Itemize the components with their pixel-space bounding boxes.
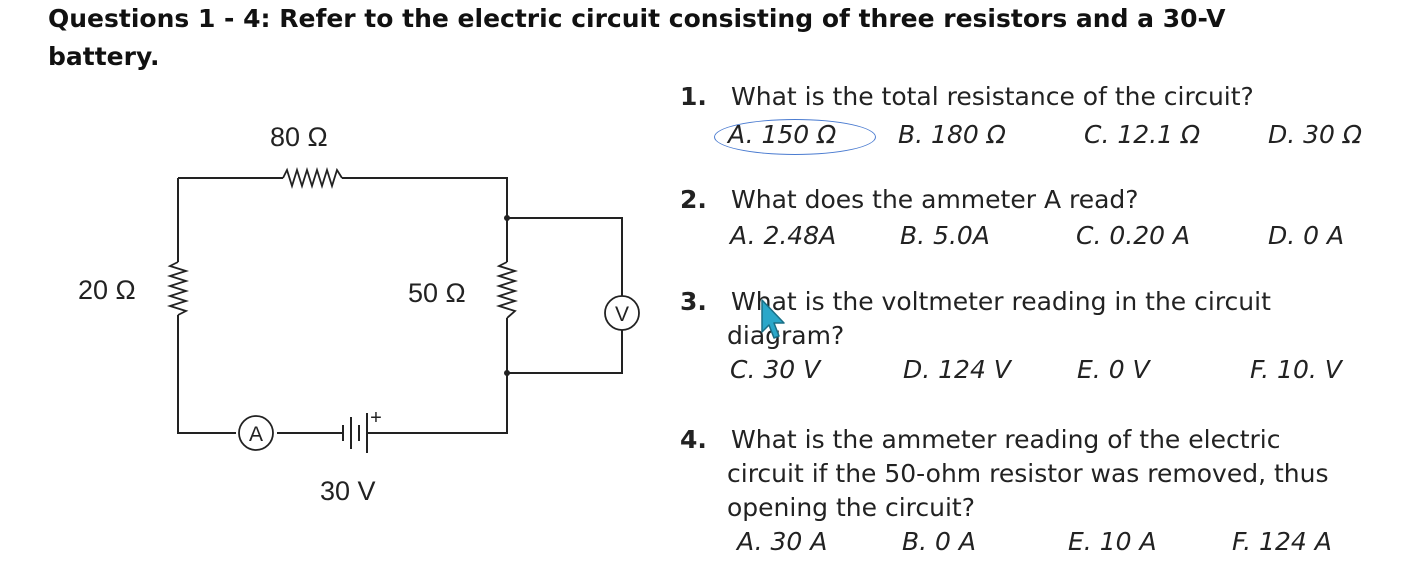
question-1-number: 1. [680,82,707,111]
question-2-number: 2. [680,185,707,214]
question-4-option-f[interactable]: F. 124 A [1232,527,1332,556]
resistor-80-label: 80 Ω [270,122,328,152]
wire-voltmeter-top [507,217,623,296]
junction-dot-top [504,215,510,221]
question-3-number: 3. [680,287,707,316]
question-2-option-a[interactable]: A. 2.48A [730,221,837,250]
question-1-option-c[interactable]: C. 12.1 Ω [1084,120,1201,149]
question-4-text-line-1: What is the ammeter reading of the elect… [731,425,1281,454]
question-3-text-line-2: diagram? [727,321,845,350]
voltmeter-symbol [604,295,640,331]
resistor-50-label: 50 Ω [408,278,466,308]
mouse-pointer-icon [761,299,785,339]
question-4-option-a[interactable]: A. 30 A [737,527,828,556]
question-1-option-a[interactable]: A. 150 Ω [728,120,837,149]
wire-top-right [342,177,508,262]
ammeter-letter: A [249,423,263,446]
instructions-line-2: battery. [48,42,160,71]
circuit-diagram: 80 Ω 20 Ω 50 Ω 30 V A V + [78,122,640,506]
voltmeter-letter: V [615,303,629,326]
instructions-line-1: Questions 1 - 4: Refer to the electric c… [48,4,1226,33]
resistor-50-symbol [495,261,519,319]
question-2-option-c[interactable]: C. 0.20 A [1076,221,1191,250]
battery-voltage-label: 30 V [320,476,376,506]
resistor-20-symbol [166,261,190,316]
question-4-option-e[interactable]: E. 10 A [1068,527,1157,556]
question-3-option-d[interactable]: D. 124 V [903,355,1011,384]
question-2-option-b[interactable]: B. 5.0A [900,221,990,250]
question-1-text: What is the total resistance of the circ… [731,82,1254,111]
question-1-option-d[interactable]: D. 30 Ω [1268,120,1363,149]
question-2-option-d[interactable]: D. 0 A [1268,221,1345,250]
question-4-text-line-2: circuit if the 50-ohm resistor was remov… [727,459,1329,488]
ammeter-symbol [238,415,274,451]
battery-symbol [342,413,380,453]
selected-answer-circle [714,119,876,155]
resistor-20-label: 20 Ω [78,275,136,305]
question-1-option-b[interactable]: B. 180 Ω [898,120,1006,149]
junction-dot-bottom [504,370,510,376]
question-3-text-line-1: What is the voltmeter reading in the cir… [731,287,1271,316]
wire-voltmeter-bottom [507,330,623,374]
question-2-text: What does the ammeter A read? [731,185,1139,214]
wire-left-lower [177,315,236,434]
instructions-heading: Questions 1 - 4: Refer to the electric c… [48,0,1408,76]
resistor-80-symbol [282,166,343,190]
question-4-option-b[interactable]: B. 0 A [902,527,976,556]
question-4-text-line-3: opening the circuit? [727,493,975,522]
question-4-number: 4. [680,425,707,454]
battery-plus-sign: + [370,407,382,429]
question-3-option-e[interactable]: E. 0 V [1077,355,1150,384]
question-3-option-c[interactable]: C. 30 V [730,355,821,384]
question-3-option-f[interactable]: F. 10. V [1250,355,1342,384]
wire-bottom-right [380,318,508,434]
